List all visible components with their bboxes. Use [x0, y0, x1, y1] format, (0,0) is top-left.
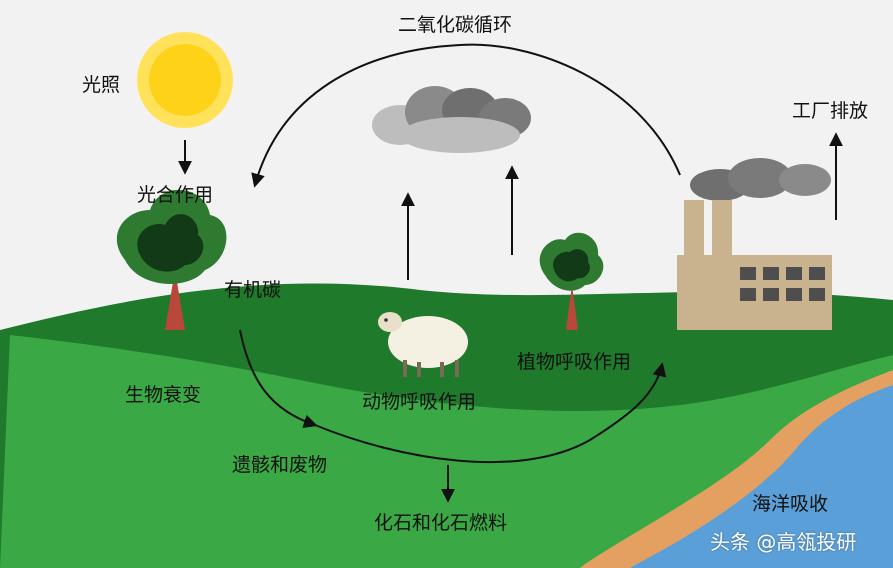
decay-label: 生物衰变 [125, 384, 202, 406]
cycle-arrow [251, 43, 681, 188]
sea [630, 385, 893, 568]
remains-arrow [239, 329, 318, 429]
animal-respiration-label: 动物呼吸作用 [362, 391, 477, 413]
small-tree-icon [539, 232, 604, 330]
fossil-to-plant-arrow [314, 362, 667, 464]
sunlight-label: 光照 [82, 74, 121, 96]
cycle-title: 二氧化碳循环 [398, 14, 513, 36]
watermark: 头条 @高瓴投研 [710, 530, 857, 554]
organic-carbon-label: 有机碳 [224, 279, 282, 301]
sheep-icon [378, 312, 468, 377]
sun-icon [137, 32, 233, 128]
fossil-fuels-label: 化石和化石燃料 [374, 512, 508, 534]
plant-respiration-label: 植物呼吸作用 [517, 351, 632, 373]
photosynthesis-label: 光合作用 [137, 184, 214, 206]
remains-waste-label: 遗骸和废物 [232, 454, 328, 476]
foreground-hill [0, 335, 893, 568]
cloud-icon [372, 86, 531, 153]
ocean-absorption-label: 海洋吸收 [752, 493, 829, 515]
factory-emission-label: 工厂排放 [792, 100, 869, 122]
factory-icon [677, 158, 832, 330]
tree-icon [116, 189, 227, 330]
